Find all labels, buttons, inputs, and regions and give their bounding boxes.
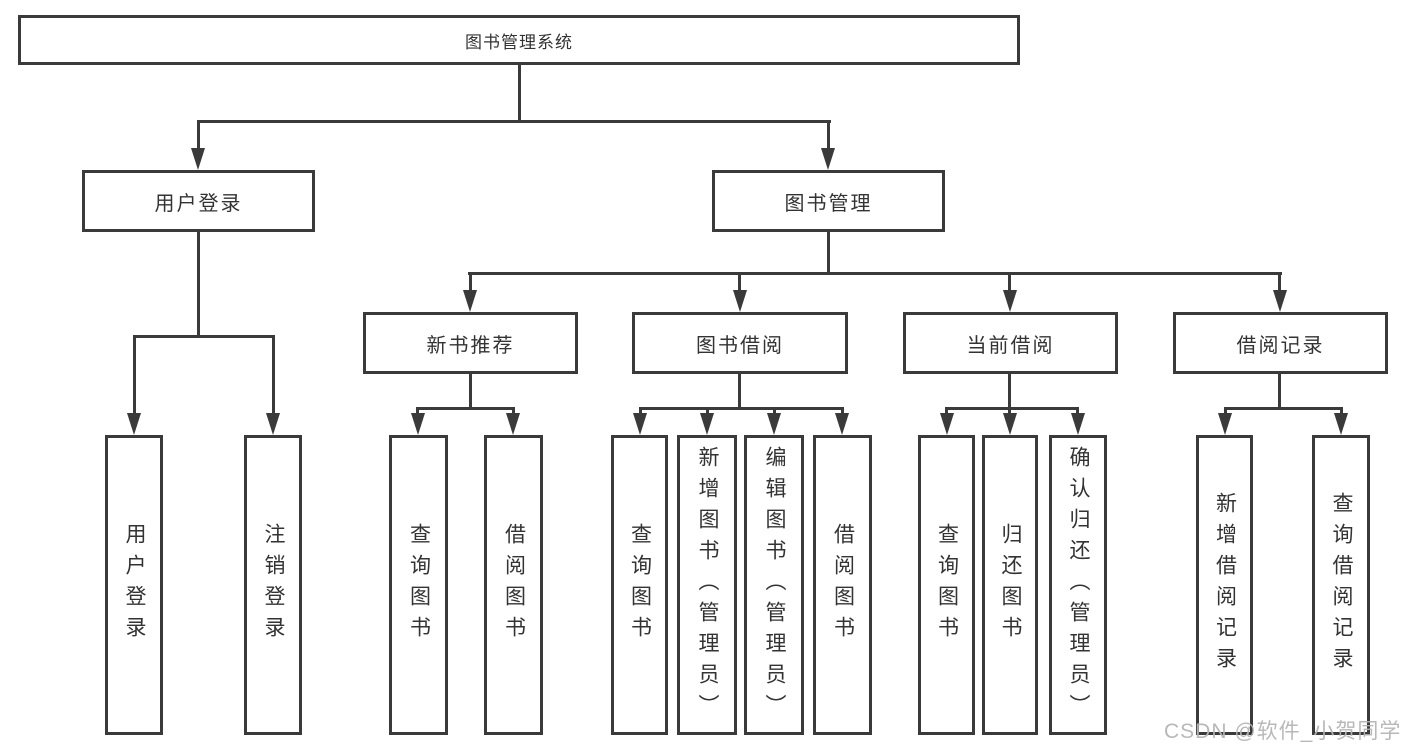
connector-currentborrow-drop [1008,272,1011,292]
connector-userlogin-vline [197,232,200,335]
csdn-watermark: CSDN @软件_小贺同学 [1164,720,1402,743]
connector-currentborrow-hline [945,407,1079,410]
leaf-br-add-record-label: 新增借阅记录 [1213,492,1237,678]
leaf-br-query-record-label: 查询借阅记录 [1330,492,1353,678]
leaf-br-query-record: 查询借阅记录 [1312,435,1370,735]
leaf-nb-query-book-label: 查询图书 [407,523,431,647]
node-borrow-records-label: 借阅记录 [1236,334,1325,357]
node-current-borrow-label: 当前借阅 [966,334,1055,357]
connector-borrowrecords-vline [1278,374,1281,407]
arrow-to-leaf-user-login [127,413,141,435]
leaf-bb-borrow-book-label: 借阅图书 [831,523,855,647]
leaf-bb-edit-book-label: 编辑图书（管理员） [763,445,786,725]
leaf-cb-return-book: 归还图书 [982,435,1038,735]
leaf-nb-query-book: 查询图书 [389,435,448,735]
leaf-cb-return-book-label: 归还图书 [999,523,1022,647]
connector-bb-edit-drop [773,407,776,415]
connector-br-add-drop [1224,407,1227,415]
arrow-to-nb-borrow [506,413,520,435]
leaf-logout: 注销登录 [244,435,302,735]
leaf-br-add-record: 新增借阅记录 [1196,435,1253,735]
connector-root-vline [518,65,521,120]
connector-newbook-vline [469,374,472,407]
arrow-to-book-mgmt [821,148,835,170]
arrow-to-bb-add [700,413,714,435]
connector-bookmgmt-drop [827,120,830,150]
arrow-to-bb-borrow [835,413,849,435]
leaf-bb-edit-book: 编辑图书（管理员） [744,435,804,735]
leaf-nb-borrow-book: 借阅图书 [484,435,543,735]
arrow-to-user-login [191,148,205,170]
connector-cb-query-drop [945,407,948,415]
leaf-user-login: 用户登录 [105,435,163,735]
arrow-to-current-borrow [1003,290,1017,312]
connector-cb-return-drop [1008,407,1011,415]
arrow-to-bb-query [633,413,647,435]
leaf-user-login-label: 用户登录 [123,523,146,647]
node-root-system: 图书管理系统 [18,15,1020,65]
connector-borrowrecords-drop [1278,272,1281,292]
connector-leaf-logout-drop [272,335,275,415]
connector-bookmgmt-vline [827,232,830,272]
connector-bb-query-drop [639,407,642,415]
node-book-borrow-label: 图书借阅 [696,334,784,357]
leaf-cb-confirm-return-label: 确认归还（管理员） [1067,445,1090,725]
leaf-cb-query-book-label: 查询图书 [935,523,959,647]
connector-bookborrow-drop [738,272,741,292]
connector-leaf-userlogin-drop [133,335,136,415]
arrow-to-nb-query [411,413,425,435]
leaf-bb-borrow-book: 借阅图书 [813,435,872,735]
leaf-cb-query-book: 查询图书 [918,435,975,735]
arrow-to-cb-confirm [1071,413,1085,435]
leaf-cb-confirm-return: 确认归还（管理员） [1049,435,1107,735]
leaf-bb-add-book: 新增图书（管理员） [677,435,737,735]
leaf-bb-add-book-label: 新增图书（管理员） [696,445,719,725]
connector-bookborrow-hline [639,407,844,410]
connector-level3-hline [468,272,1282,275]
leaf-nb-borrow-book-label: 借阅图书 [502,523,526,647]
node-book-mgmt-label: 图书管理 [784,192,873,215]
arrow-to-br-query [1334,413,1348,435]
connector-newbook-drop [469,272,472,292]
node-book-borrow: 图书借阅 [632,312,848,374]
arrow-to-br-add [1218,413,1232,435]
connector-bb-borrow-drop [841,407,844,415]
connector-cb-confirm-drop [1076,407,1079,415]
connector-borrowrecords-hline [1224,407,1343,410]
node-current-borrow: 当前借阅 [903,312,1118,374]
node-new-book-rec: 新书推荐 [363,312,578,374]
leaf-bb-query-book: 查询图书 [611,435,668,735]
leaf-logout-label: 注销登录 [262,523,285,647]
connector-newbook-hline [416,407,515,410]
leaf-bb-query-book-label: 查询图书 [628,523,652,647]
arrow-to-book-borrow [733,290,747,312]
connector-nb-query-drop [416,407,419,415]
arrow-to-bb-edit [767,413,781,435]
arrow-to-cb-return [1003,413,1017,435]
arrow-to-leaf-logout [266,413,280,435]
arrow-to-borrow-records [1273,290,1287,312]
node-user-login-label: 用户登录 [154,192,243,215]
connector-bookborrow-vline [738,374,741,407]
connector-level2-hline [197,120,831,123]
connector-userlogin-hline [133,335,275,338]
connector-currentborrow-vline [1008,374,1011,407]
node-new-book-rec-label: 新书推荐 [426,334,515,357]
node-book-mgmt: 图书管理 [712,170,945,232]
connector-nb-borrow-drop [512,407,515,415]
connector-userlogin-drop [197,120,200,150]
connector-bb-add-drop [706,407,709,415]
node-root-label: 图书管理系统 [465,32,573,52]
connector-br-query-drop [1340,407,1343,415]
node-user-login: 用户登录 [82,170,315,232]
arrow-to-new-book-rec [463,290,477,312]
node-borrow-records: 借阅记录 [1173,312,1388,374]
arrow-to-cb-query [940,413,954,435]
